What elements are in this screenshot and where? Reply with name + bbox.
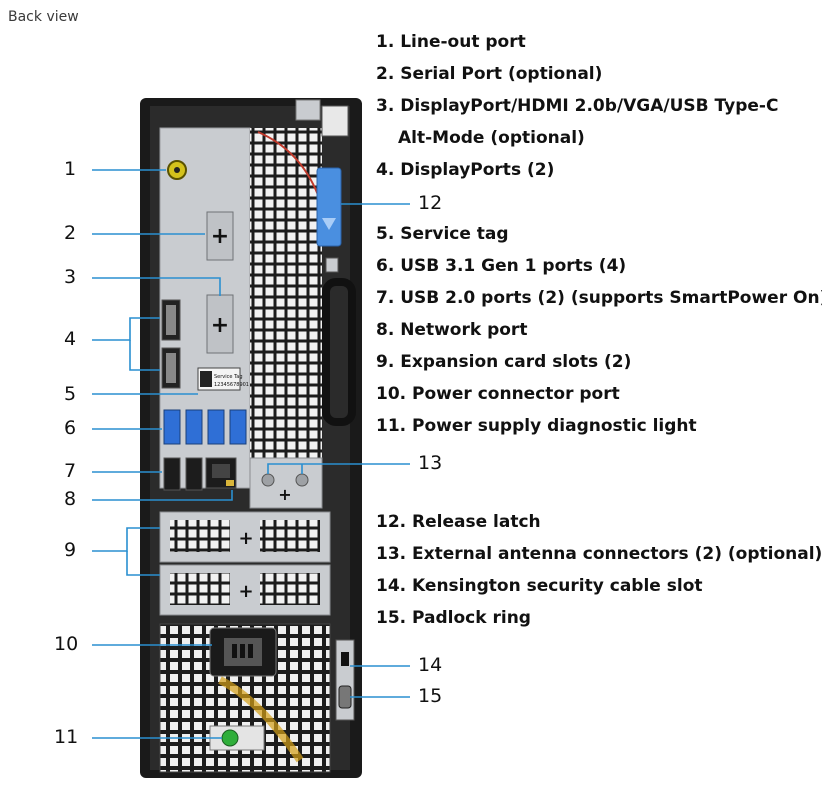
serial-port: [206, 211, 234, 261]
callout-6: 6: [64, 417, 77, 439]
svg-text:+: +: [238, 581, 253, 602]
legend-item-13: 13. External antenna connectors (2) (opt…: [376, 544, 822, 564]
callout-2: 2: [64, 222, 77, 244]
legend-item-7: 7. USB 2.0 ports (2) (supports SmartPowe…: [376, 288, 822, 308]
svg-text:+: +: [211, 224, 229, 249]
usb2-ports: [163, 457, 203, 491]
diagnostic-light: [221, 729, 239, 747]
callout-1: 1: [64, 158, 77, 180]
svg-text:+: +: [211, 313, 229, 338]
legend-item-9: 9. Expansion card slots (2): [376, 352, 632, 372]
service-tag-code: 12345678901: [214, 382, 249, 388]
legend-item-2: 2. Serial Port (optional): [376, 64, 603, 84]
legend-item-8: 8. Network port: [376, 320, 528, 340]
legend-item-11: 11. Power supply diagnostic light: [376, 416, 697, 436]
legend-item-1: 1. Line-out port: [376, 32, 526, 52]
caption: Back view: [8, 9, 79, 25]
legend-item-12: 12. Release latch: [376, 512, 541, 532]
service-tag-label: Service Tag: [214, 374, 243, 380]
callout-11: 11: [54, 726, 79, 748]
callout-13: 13: [418, 452, 443, 474]
legend-item-3: 3. DisplayPort/HDMI 2.0b/VGA/USB Type-C: [376, 96, 779, 116]
usb3-ports: [163, 409, 247, 445]
callout-4: 4: [64, 328, 77, 350]
svg-text:+: +: [278, 485, 291, 504]
legend-item-6: 6. USB 3.1 Gen 1 ports (4): [376, 256, 627, 276]
legend-item-3-cont: Alt-Mode (optional): [398, 128, 585, 148]
legend-item-4: 4. DisplayPorts (2): [376, 160, 555, 180]
legend-item-5: 5. Service tag: [376, 224, 509, 244]
padlock-ring: [338, 685, 352, 709]
vent-grille: [250, 128, 322, 458]
callout-3: 3: [64, 266, 77, 288]
callout-9: 9: [64, 539, 77, 561]
callout-7: 7: [64, 460, 77, 482]
callout-8: 8: [64, 488, 77, 510]
legend-item-15: 15. Padlock ring: [376, 608, 531, 628]
legend-item-10: 10. Power connector port: [376, 384, 620, 404]
callout-10: 10: [54, 633, 79, 655]
callout-lines: [92, 169, 410, 739]
callout-15: 15: [418, 685, 443, 707]
expansion-slots: + +: [159, 511, 331, 616]
release-latch[interactable]: [316, 167, 342, 247]
callout-12: 12: [418, 192, 443, 214]
callout-14: 14: [418, 654, 443, 676]
callout-5: 5: [64, 383, 77, 405]
svg-text:+: +: [238, 528, 253, 549]
legend-item-14: 14. Kensington security cable slot: [376, 576, 703, 596]
